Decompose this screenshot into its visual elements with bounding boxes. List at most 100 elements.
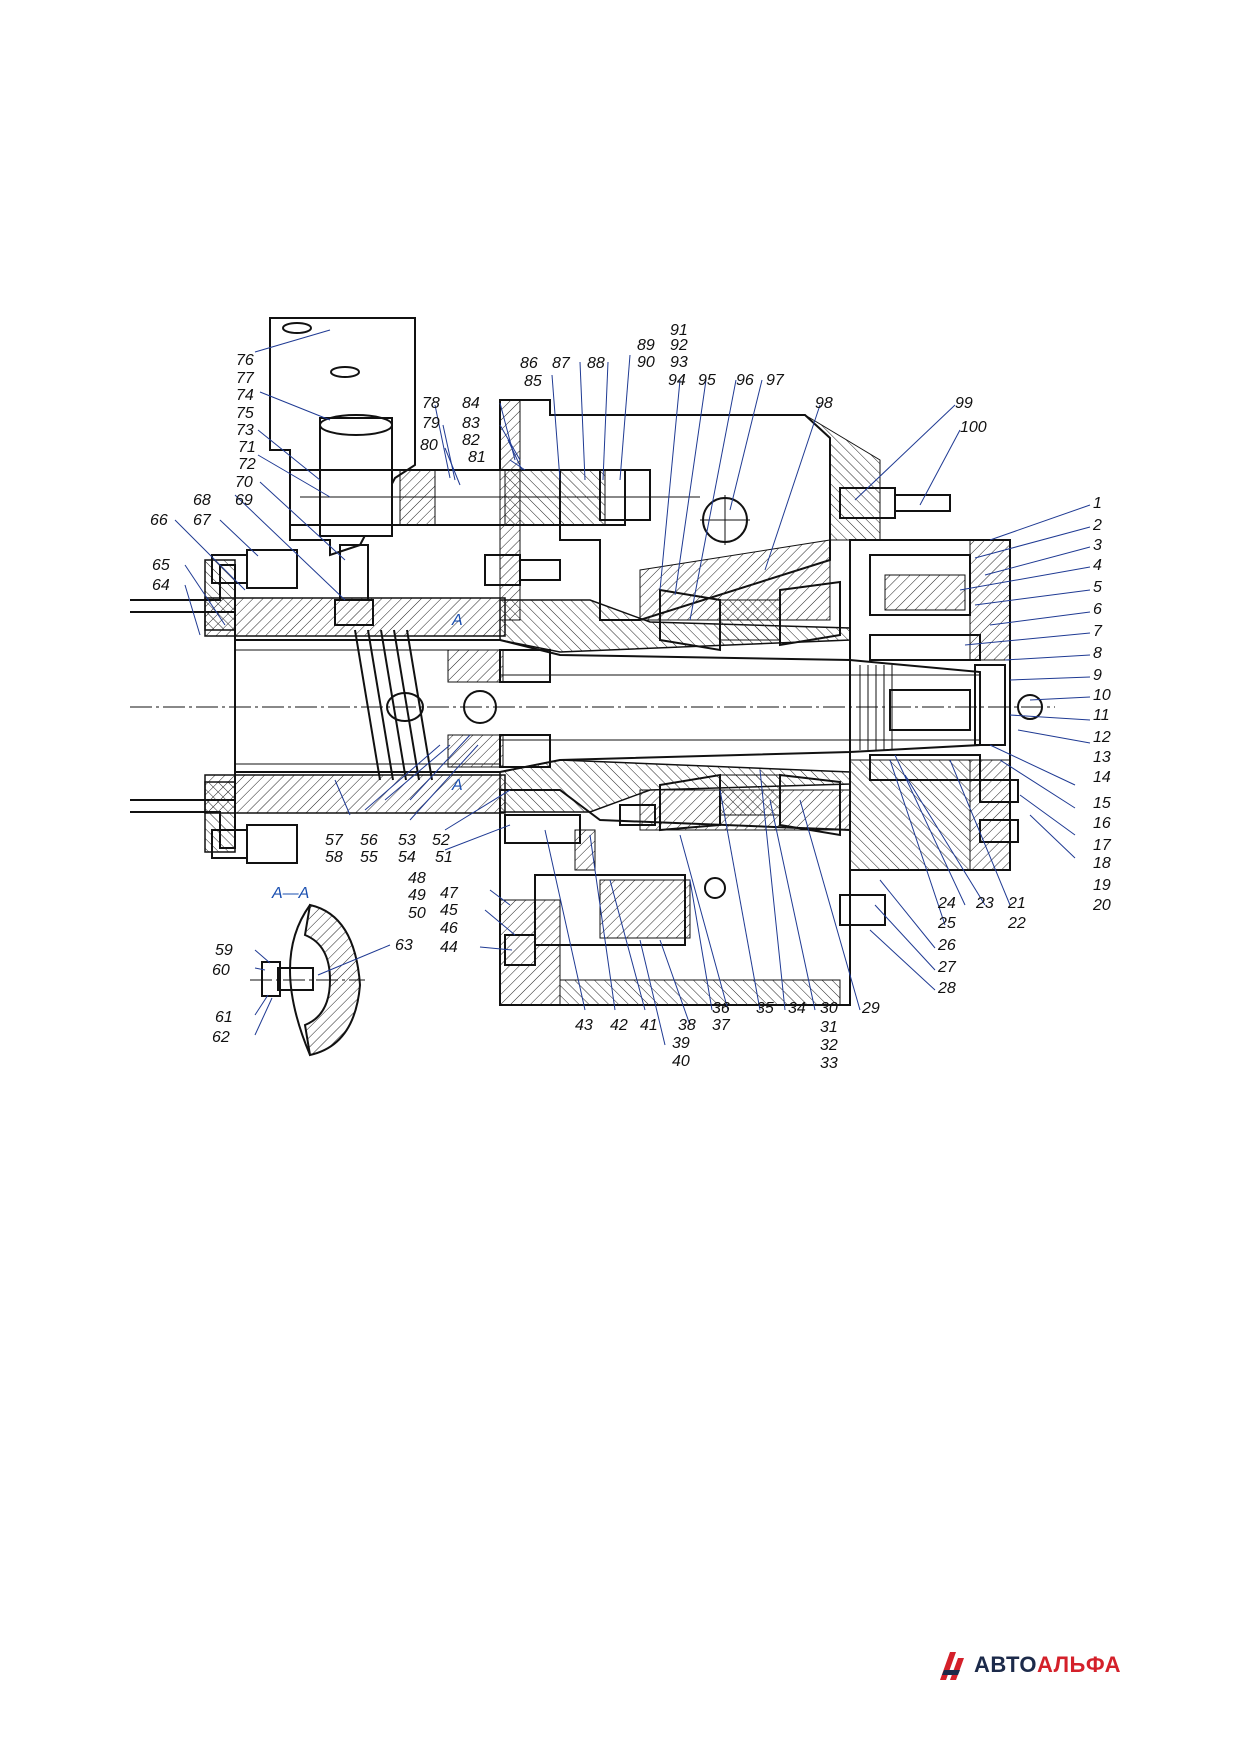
part-label: 46 [440,920,458,937]
part-label: 66 [150,512,168,529]
part-label: 12 [1093,729,1111,746]
part-label: 4 [1093,557,1102,574]
part-label: 28 [937,980,956,997]
part-label: 78 [422,395,440,412]
part-label: 47 [440,885,459,902]
part-label: 29 [861,1000,880,1017]
part-label: 2 [1092,517,1102,534]
avtoalfa-logo-icon [940,1652,964,1680]
part-label: 31 [820,1019,838,1036]
part-label: 80 [420,437,438,454]
part-label: 85 [524,373,542,390]
part-label: 9 [1093,667,1102,684]
part-label: 51 [435,849,453,866]
part-label: 84 [462,395,480,412]
part-label: 14 [1093,769,1111,786]
part-label: 73 [236,422,254,439]
part-label: 89 [637,337,655,354]
part-label: 20 [1092,897,1111,914]
part-label: 36 [712,1000,730,1017]
section-a-a-detail [250,903,365,1057]
part-label: 61 [215,1009,233,1026]
section-mark-bottom: А [451,777,463,794]
part-label: 7 [1093,623,1103,640]
part-label: 99 [955,395,973,412]
part-label: 17 [1093,837,1112,854]
part-label: 8 [1093,645,1102,662]
part-label: 26 [937,937,956,954]
part-label: 24 [937,895,956,912]
part-label: 33 [820,1055,838,1072]
part-label: 32 [820,1037,838,1054]
part-label: 88 [587,355,605,372]
part-label: 95 [698,372,716,389]
part-label: 40 [672,1053,690,1070]
part-label: 43 [575,1017,593,1034]
part-label: 11 [1093,707,1110,724]
part-label: 10 [1093,687,1111,704]
part-label: 76 [236,352,254,369]
part-label: 59 [215,942,233,959]
part-label: 92 [670,337,688,354]
logo-text-left: АВТО [974,1652,1037,1677]
part-label: 27 [937,959,957,976]
part-label: 54 [398,849,416,866]
part-label: 67 [193,512,212,529]
part-label: 5 [1093,579,1102,596]
part-label: 56 [360,832,378,849]
part-label: 50 [408,905,426,922]
part-label: 68 [193,492,211,509]
part-label: 94 [668,372,686,389]
part-label: 48 [408,870,426,887]
part-label: 65 [152,557,170,574]
part-label: 96 [736,372,754,389]
part-label: 57 [325,832,344,849]
part-label: 35 [756,1000,774,1017]
section-marks: А А А—А [271,612,463,902]
part-label: 44 [440,939,458,956]
part-label: 39 [672,1035,690,1052]
part-label: 53 [398,832,416,849]
logo-text-right: АЛЬФА [1036,1652,1121,1677]
part-label: 98 [815,395,833,412]
part-label: 64 [152,577,170,594]
part-label: 90 [637,354,655,371]
part-label: 91 [670,322,688,339]
part-label: 1 [1093,495,1102,512]
part-label: 19 [1093,877,1111,894]
part-label: 60 [212,962,230,979]
part-label: 42 [610,1017,628,1034]
part-label: 13 [1093,749,1111,766]
part-label: 79 [422,415,440,432]
part-label: 21 [1007,895,1026,912]
section-title: А—А [271,885,309,902]
part-label: 97 [766,372,785,389]
part-label: 63 [395,937,413,954]
section-mark-top: А [451,612,463,629]
part-label: 93 [670,354,688,371]
part-label: 72 [238,456,256,473]
part-label: 74 [236,387,254,404]
part-label: 18 [1093,855,1111,872]
part-label: 55 [360,849,378,866]
part-labels: 1 2 3 4 5 6 7 8 9 10 11 12 13 14 15 16 1… [150,322,1112,1072]
part-label: 38 [678,1017,696,1034]
part-label: 75 [236,405,254,422]
part-label: 62 [212,1029,230,1046]
part-label: 70 [235,474,253,491]
part-label: 71 [238,439,256,456]
part-label: 41 [640,1017,658,1034]
part-label: 15 [1093,795,1111,812]
part-label: 83 [462,415,480,432]
part-label: 22 [1007,915,1026,932]
part-label: 3 [1093,537,1102,554]
part-label: 37 [712,1017,731,1034]
part-label: 6 [1093,601,1102,618]
part-label: 69 [235,492,253,509]
part-label: 77 [236,370,255,387]
part-label: 30 [820,1000,838,1017]
part-label: 100 [960,419,987,436]
part-label: 82 [462,432,480,449]
